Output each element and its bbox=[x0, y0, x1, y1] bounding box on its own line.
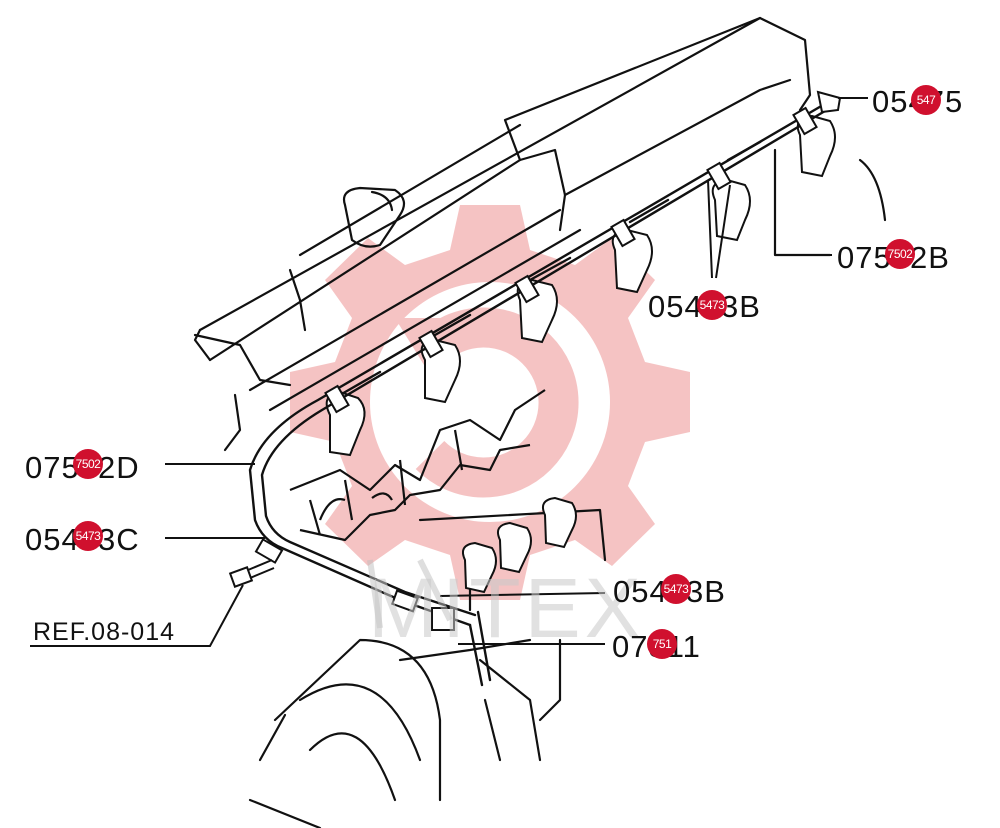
engine-outline bbox=[193, 16, 887, 828]
fuel-return-pipe bbox=[248, 96, 837, 687]
watermark-lower-mark bbox=[367, 558, 453, 629]
callout-badge-c7: 751 bbox=[647, 629, 677, 659]
callout-badge-c2: 7502 bbox=[885, 239, 915, 269]
callout-badge-c4: 7502 bbox=[73, 449, 103, 479]
callout-badge-c5: 5473 bbox=[73, 521, 103, 551]
watermark-text: MITEX bbox=[368, 561, 645, 655]
exhaust-manifold bbox=[289, 389, 546, 542]
bolt-icon bbox=[228, 559, 275, 588]
leader-lines bbox=[30, 97, 868, 647]
reference-label[interactable]: REF.08-014 bbox=[33, 618, 176, 646]
callout-badge-c1: 547 bbox=[911, 85, 941, 115]
callout-badge-c6: 5473 bbox=[661, 574, 691, 604]
callout-badge-c3: 5473 bbox=[697, 290, 727, 320]
